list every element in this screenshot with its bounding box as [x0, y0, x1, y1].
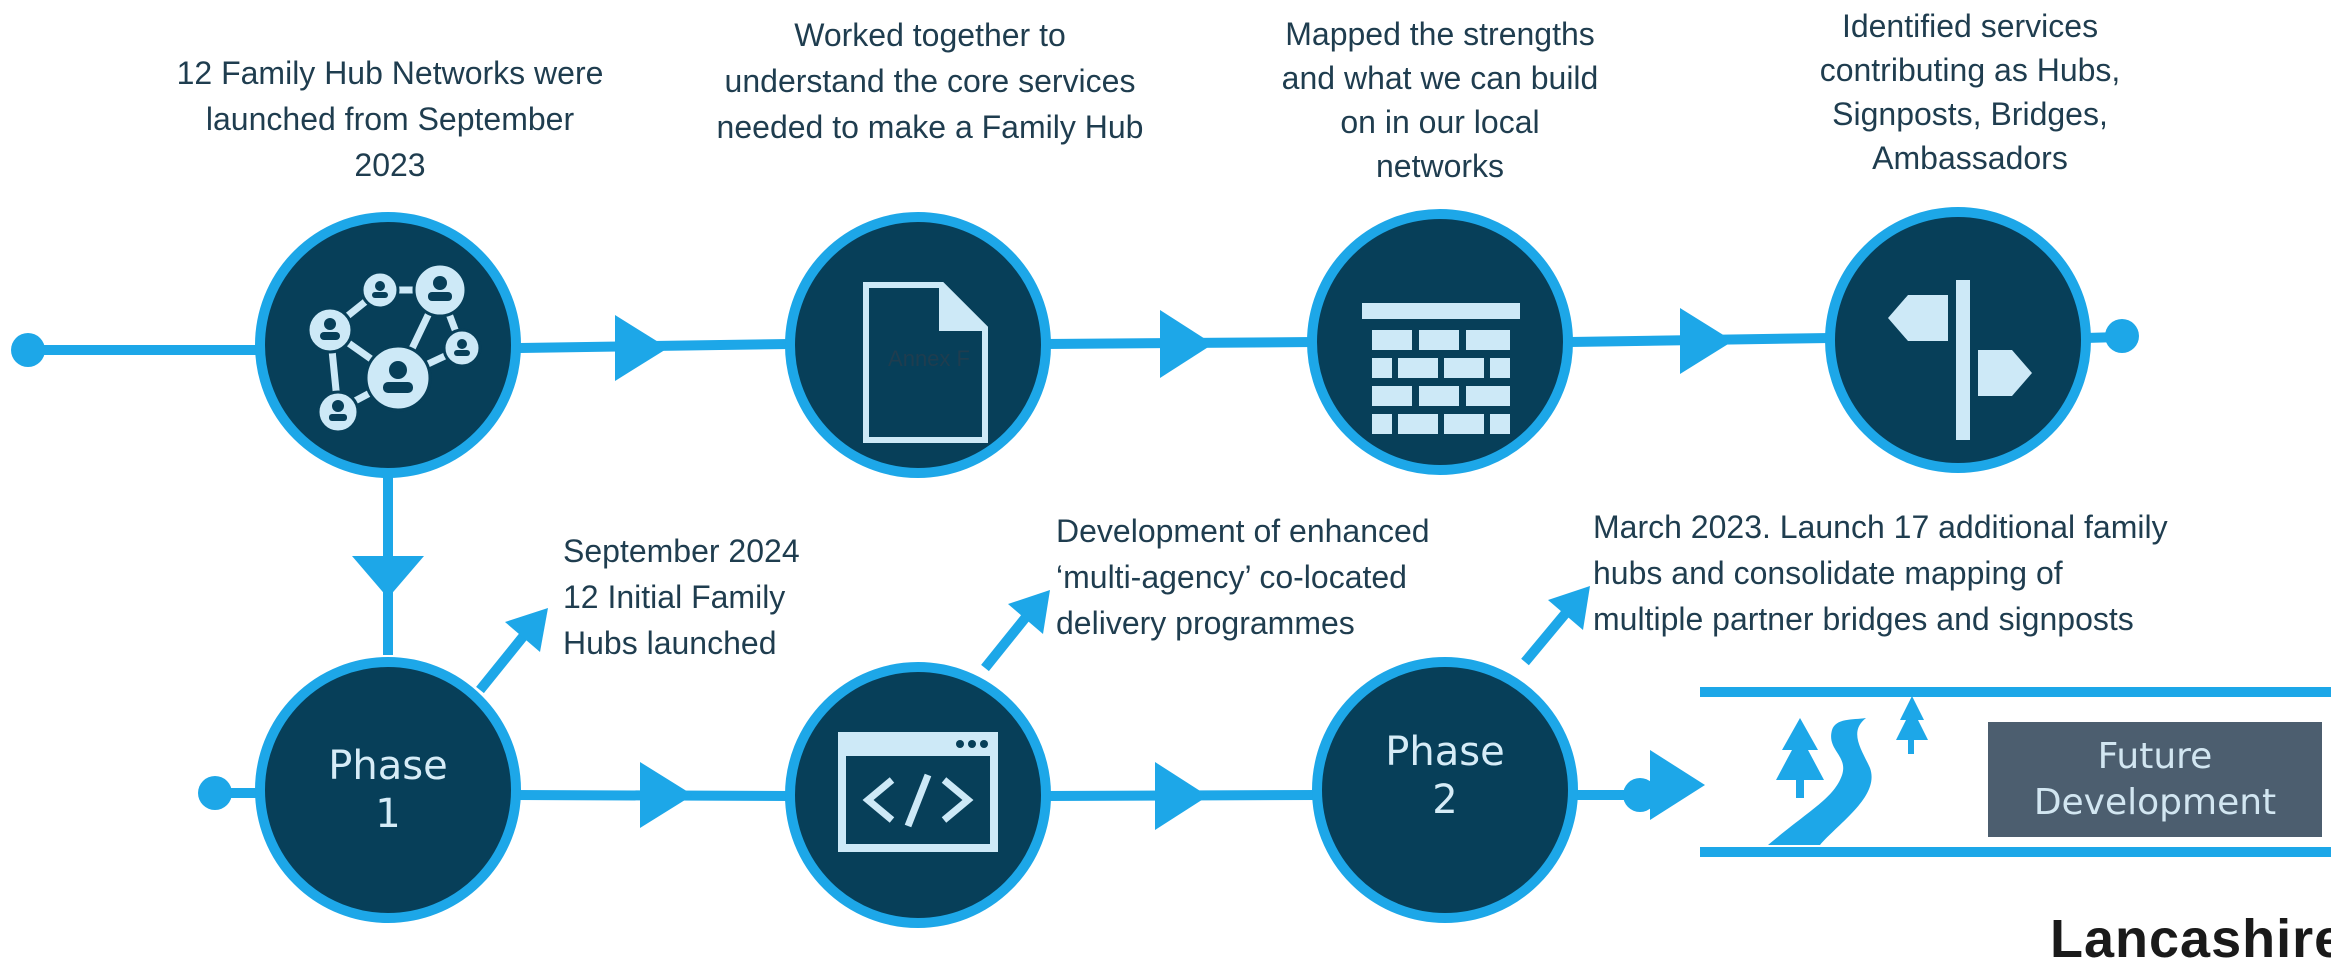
- vertical-arrowhead: [352, 556, 424, 598]
- caption-line: Hubs launched: [563, 625, 777, 661]
- bottom-arrowheads: [640, 750, 1705, 830]
- caption-line: on in our local: [1340, 104, 1540, 140]
- phase-1-caption: September 2024 12 Initial Family Hubs la…: [563, 528, 883, 666]
- phase-1-circle: [255, 657, 521, 923]
- network-person-glyphs: [320, 276, 470, 421]
- phase-2-title: Phase 2: [1345, 728, 1545, 824]
- caption-line: needed to make a Family Hub: [716, 109, 1144, 145]
- phase-title-line: Phase: [1385, 729, 1505, 775]
- phase-title-line: 2: [1432, 777, 1458, 823]
- caption-line: Mapped the strengths: [1285, 16, 1595, 52]
- caption-line: delivery programmes: [1056, 605, 1355, 641]
- phase-2-circle: [1312, 657, 1578, 923]
- top-line-end-dot: [2105, 319, 2139, 353]
- phase-1-title: Phase 1: [288, 742, 488, 838]
- diagram-canvas: 12 Family Hub Networks were launched fro…: [11, 4, 2331, 969]
- caption-line: Signposts, Bridges,: [1832, 96, 2108, 132]
- brick-wall-icon: [1362, 303, 1520, 434]
- step-3-caption: Mapped the strengths and what we can bui…: [1230, 12, 1650, 188]
- signpost-icon: [1888, 280, 2032, 440]
- caption-line: launched from September: [205, 101, 575, 137]
- phase-2-caption: March 2023. Launch 17 additional family …: [1593, 504, 2323, 642]
- diagram-graphics: [11, 207, 2331, 928]
- caption-line: Identified services: [1841, 8, 2099, 44]
- document-icon: [863, 282, 988, 443]
- caption-line: September 2024: [563, 533, 800, 569]
- step-code-caption: Development of enhanced ‘multi-agency’ c…: [1056, 508, 1496, 646]
- future-label-line: Future: [2097, 735, 2213, 777]
- phase-title-line: 1: [375, 791, 401, 837]
- caption-line: ‘multi-agency’ co-located: [1056, 559, 1407, 595]
- caption-line: Ambassadors: [1872, 140, 2068, 176]
- top-line-start-dot: [11, 333, 45, 367]
- road-trees-icon: [1768, 696, 1928, 845]
- phase-title-line: Phase: [328, 743, 448, 789]
- caption-line: Worked together to: [794, 17, 1066, 53]
- caption-line: multiple partner bridges and signposts: [1593, 601, 2134, 637]
- future-road-lines: [1700, 687, 2331, 857]
- caption-line: March 2023. Launch 17 additional family: [1593, 509, 2168, 545]
- caption-line: 12 Family Hub Networks were: [176, 55, 604, 91]
- step-1-caption: 12 Family Hub Networks were launched fro…: [140, 50, 640, 188]
- future-label-line: Development: [2033, 781, 2277, 823]
- top-arrowheads: [615, 308, 1733, 381]
- bottom-line-start-dot: [198, 776, 232, 810]
- caption-line: understand the core services: [724, 63, 1136, 99]
- caption-line: Development of enhanced: [1056, 513, 1430, 549]
- caption-line: contributing as Hubs,: [1819, 52, 2121, 88]
- step-2-caption: Worked together to understand the core s…: [680, 12, 1180, 150]
- caption-line: and what we can build: [1281, 60, 1599, 96]
- code-window-icon: [838, 732, 998, 852]
- future-development-box: Future Development: [1988, 722, 2322, 837]
- lancashire-logo: Lancashire: [2050, 909, 2331, 969]
- caption-line: hubs and consolidate mapping of: [1593, 555, 2063, 591]
- caption-line: 2023: [354, 147, 426, 183]
- bottom-line-end-dot: [1623, 778, 1657, 812]
- annotation-arrows: [476, 586, 1590, 694]
- caption-line: networks: [1375, 148, 1505, 184]
- step-4-caption: Identified services contributing as Hubs…: [1760, 4, 2180, 180]
- document-icon-label: Annex F: [888, 346, 970, 371]
- caption-line: 12 Initial Family: [563, 579, 786, 615]
